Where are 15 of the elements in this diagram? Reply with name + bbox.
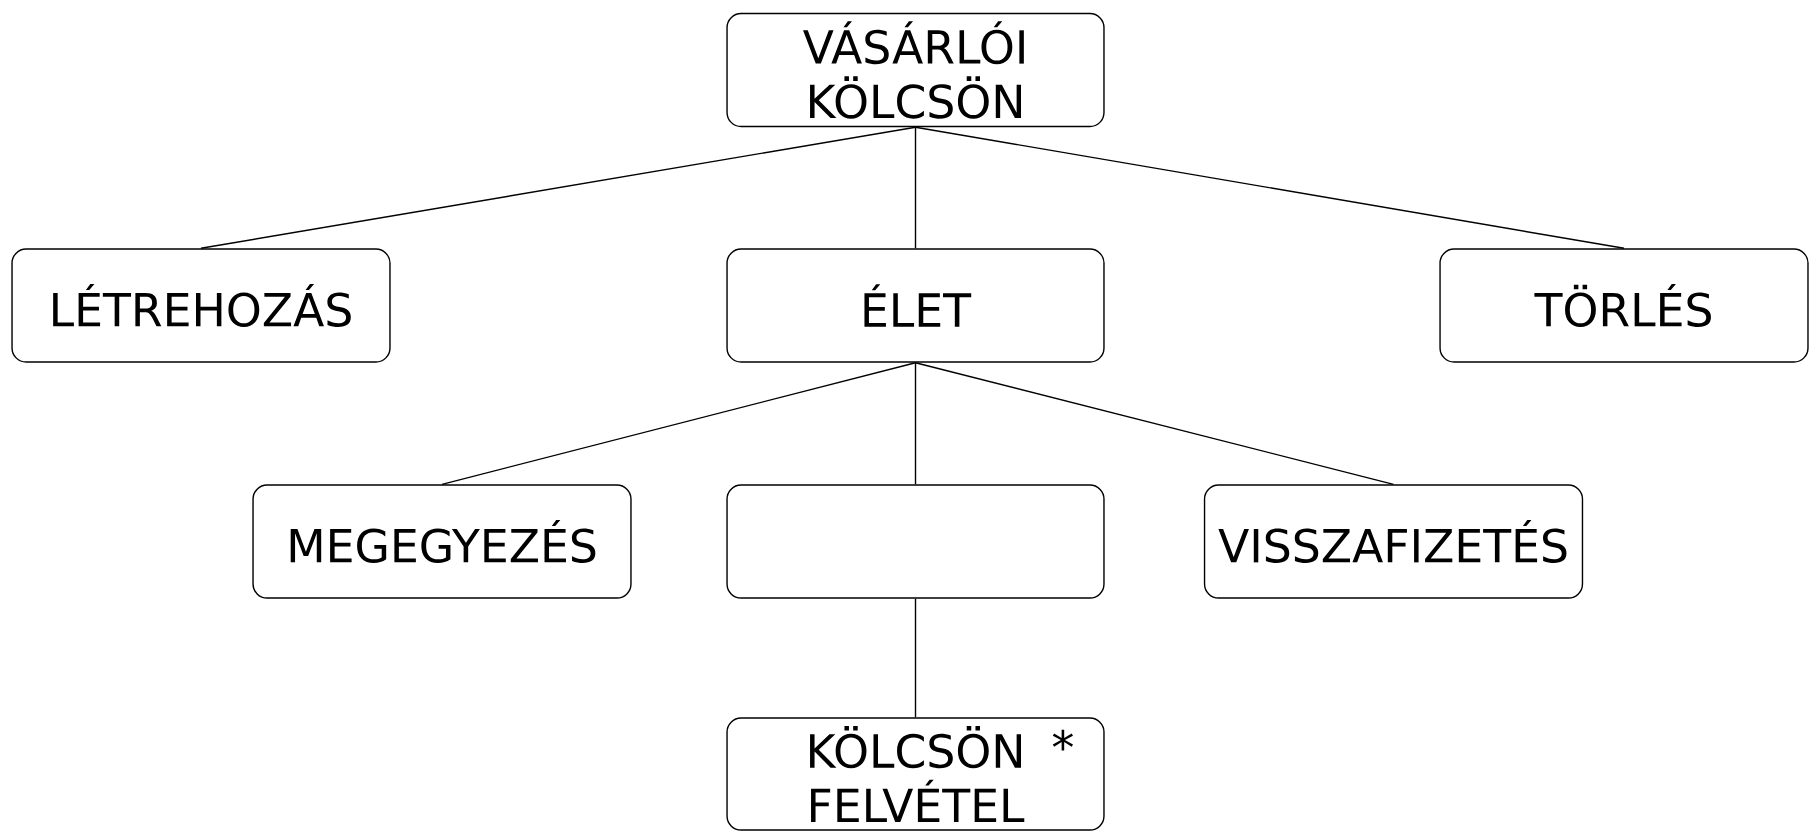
process-box: VÁSÁRLÓI KÖLCSÖN (726, 12, 1105, 128)
connector-line (914, 362, 1395, 486)
connector-line (441, 362, 917, 486)
process-box: VISSZAFIZETÉS (1203, 484, 1584, 599)
connector-line (914, 126, 1625, 249)
connector-line (914, 598, 917, 719)
connector-line (914, 126, 917, 249)
process-box: TÖRLÉS (1439, 248, 1809, 363)
connector-line (914, 362, 917, 486)
connector-line (200, 126, 917, 249)
process-box: ÉLET (726, 248, 1105, 363)
empty-box (726, 484, 1105, 599)
iteration-marker: * (1052, 729, 1073, 751)
process-box: LÉTREHOZÁS (11, 248, 391, 363)
process-box: MEGEGYEZÉS (252, 484, 632, 599)
